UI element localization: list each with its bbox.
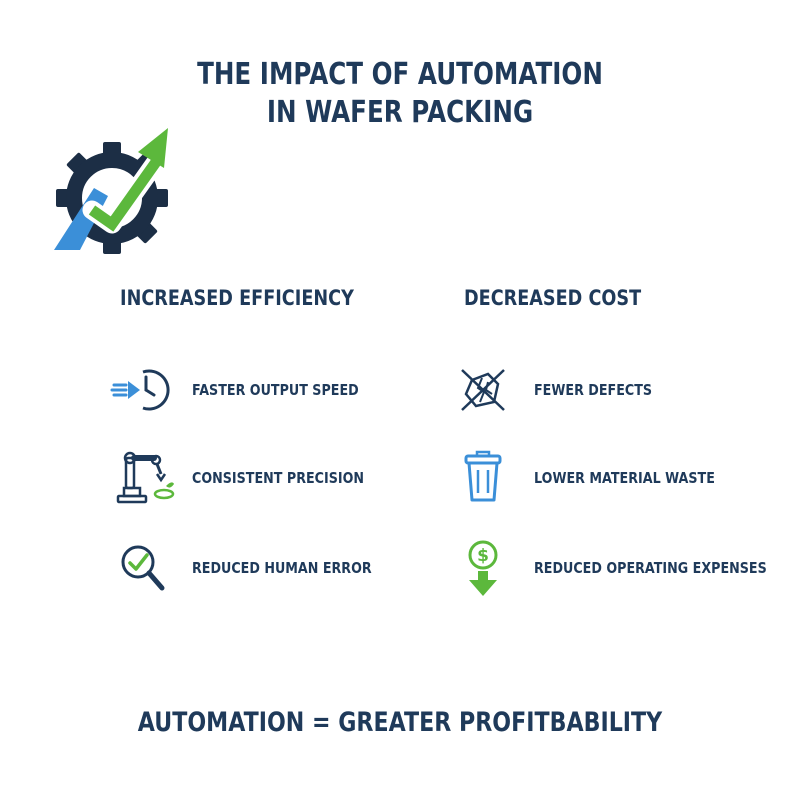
list-item: CONSISTENT PRECISION xyxy=(110,448,402,508)
item-label: FASTER OUTPUT SPEED xyxy=(192,381,359,399)
item-label: FEWER DEFECTS xyxy=(534,381,653,399)
item-label: LOWER MATERIAL WASTE xyxy=(534,469,715,487)
item-label: CONSISTENT PRECISION xyxy=(192,469,365,487)
crossed-wafer-icon xyxy=(452,360,518,420)
cost-heading: DECREASED COST xyxy=(464,286,642,310)
dollar-down-arrow-icon: $ xyxy=(452,538,518,598)
magnifier-check-icon xyxy=(110,538,176,598)
footer-tagline: AUTOMATION = GREATER PROFITBABILITY xyxy=(137,707,663,738)
list-item: FASTER OUTPUT SPEED xyxy=(110,360,395,420)
list-item: REDUCED HUMAN ERROR xyxy=(110,538,411,598)
list-item: $ REDUCED OPERATING EXPENSES xyxy=(452,538,800,598)
page-title: THE IMPACT OF AUTOMATION IN WAFER PACKIN… xyxy=(72,56,728,132)
list-item: FEWER DEFECTS xyxy=(452,360,678,420)
svg-text:$: $ xyxy=(477,546,489,566)
efficiency-heading: INCREASED EFFICIENCY xyxy=(120,286,354,310)
item-label: REDUCED OPERATING EXPENSES xyxy=(534,559,767,577)
title-line-2: IN WAFER PACKING xyxy=(266,95,534,130)
title-line-1: THE IMPACT OF AUTOMATION xyxy=(197,57,603,92)
trash-bin-icon xyxy=(452,448,518,508)
list-item: LOWER MATERIAL WASTE xyxy=(452,448,755,508)
robotic-arm-icon xyxy=(110,448,176,508)
gear-with-growth-arrow-icon xyxy=(50,118,174,254)
item-label: REDUCED HUMAN ERROR xyxy=(192,559,372,577)
fast-clock-icon xyxy=(110,360,176,420)
